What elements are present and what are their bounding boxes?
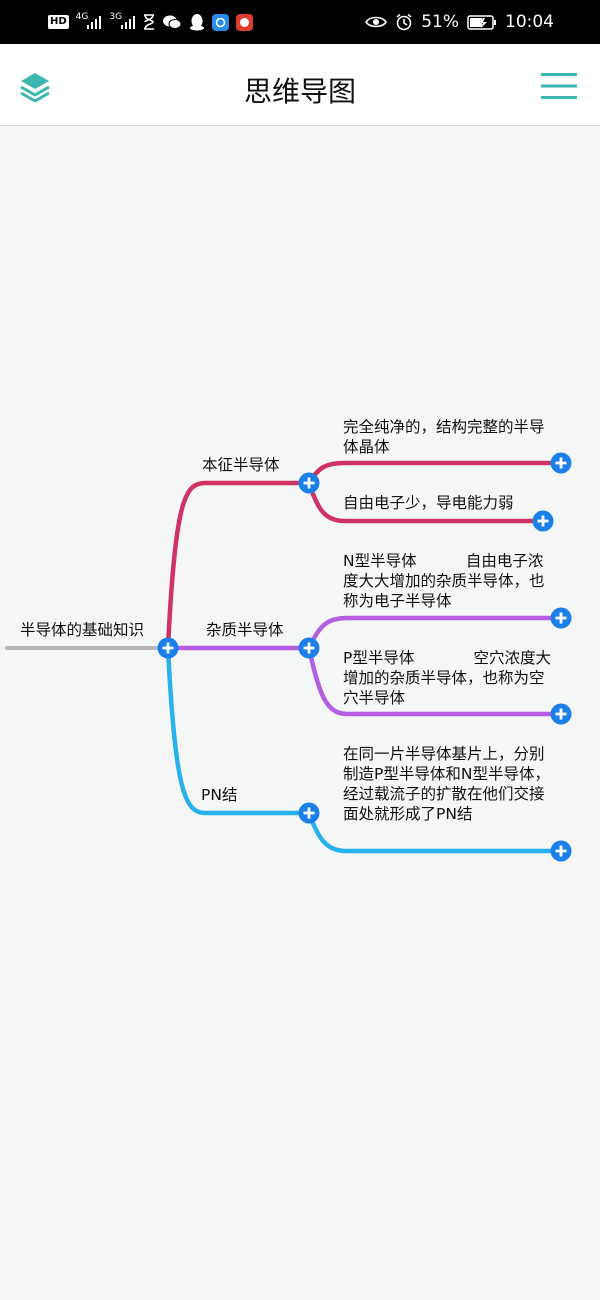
branch-line-intrinsic: [165, 480, 309, 649]
signal-3g-icon: 3G: [109, 13, 136, 31]
expand-node-plus-icon[interactable]: [550, 840, 572, 862]
alarm-icon: [395, 13, 413, 31]
battery-charging-icon: [467, 13, 497, 31]
branch-node-label-impurity[interactable]: 杂质半导体: [206, 621, 284, 639]
expand-node-plus-icon[interactable]: [550, 607, 572, 629]
app-bar: 思维导图: [0, 44, 600, 126]
clock-time: 10:04: [505, 12, 554, 32]
wechat-icon: [162, 13, 182, 31]
branch-line-pn: [165, 647, 309, 816]
hd-icon: HD: [48, 15, 69, 29]
page-title: 思维导图: [243, 75, 356, 108]
leaf-node-label[interactable]: 在同一片半导体基片上，分别制造P型半导体和N型半导体，经过载流子的扩散在他们交接…: [343, 745, 550, 823]
expand-node-plus-icon[interactable]: [298, 802, 320, 824]
status-right-icons: 51% 10:04: [365, 10, 554, 34]
root-node-label[interactable]: 半导体的基础知识: [20, 621, 145, 639]
hourglass-icon: [143, 13, 155, 31]
battery-percent: 51%: [421, 12, 459, 32]
child-line-intrinsic-1: [307, 460, 561, 485]
status-bar: HD 4G 3G 51%: [0, 0, 600, 44]
network-3g-label: 3G: [109, 12, 123, 22]
expand-node-plus-icon[interactable]: [157, 637, 179, 659]
expand-node-plus-icon[interactable]: [550, 452, 572, 474]
eye-icon: [365, 13, 388, 31]
child-line-impurity-2: [306, 647, 561, 717]
status-left-icons: HD 4G 3G: [48, 10, 254, 34]
leaf-node-label[interactable]: P型半导体 空穴浓度大增加的杂质半导体，也称为空穴半导体: [343, 649, 551, 707]
signal-4g-icon: 4G: [76, 13, 103, 31]
expand-node-plus-icon[interactable]: [550, 703, 572, 725]
network-4g-label: 4G: [75, 12, 89, 22]
hamburger-menu-icon[interactable]: [541, 71, 577, 101]
branch-node-label-intrinsic[interactable]: 本征半导体: [202, 456, 280, 474]
app-icon: [236, 13, 254, 31]
layers-icon[interactable]: [18, 70, 52, 104]
expand-node-plus-icon[interactable]: [298, 637, 320, 659]
leaf-node-label[interactable]: 完全纯净的，结构完整的半导体晶体: [343, 418, 545, 456]
expand-node-plus-icon[interactable]: [532, 510, 554, 532]
leaf-node-label[interactable]: N型半导体 自由电子浓度大大增加的杂质半导体，也称为电子半导体: [343, 552, 545, 610]
qq-icon: [189, 13, 205, 31]
child-line-impurity-1: [306, 615, 561, 649]
leaf-node-label[interactable]: 自由电子少，导电能力弱: [343, 494, 514, 512]
branch-node-label-pn[interactable]: PN结: [201, 786, 238, 804]
app-icon: [212, 13, 230, 31]
expand-node-plus-icon[interactable]: [298, 472, 320, 494]
